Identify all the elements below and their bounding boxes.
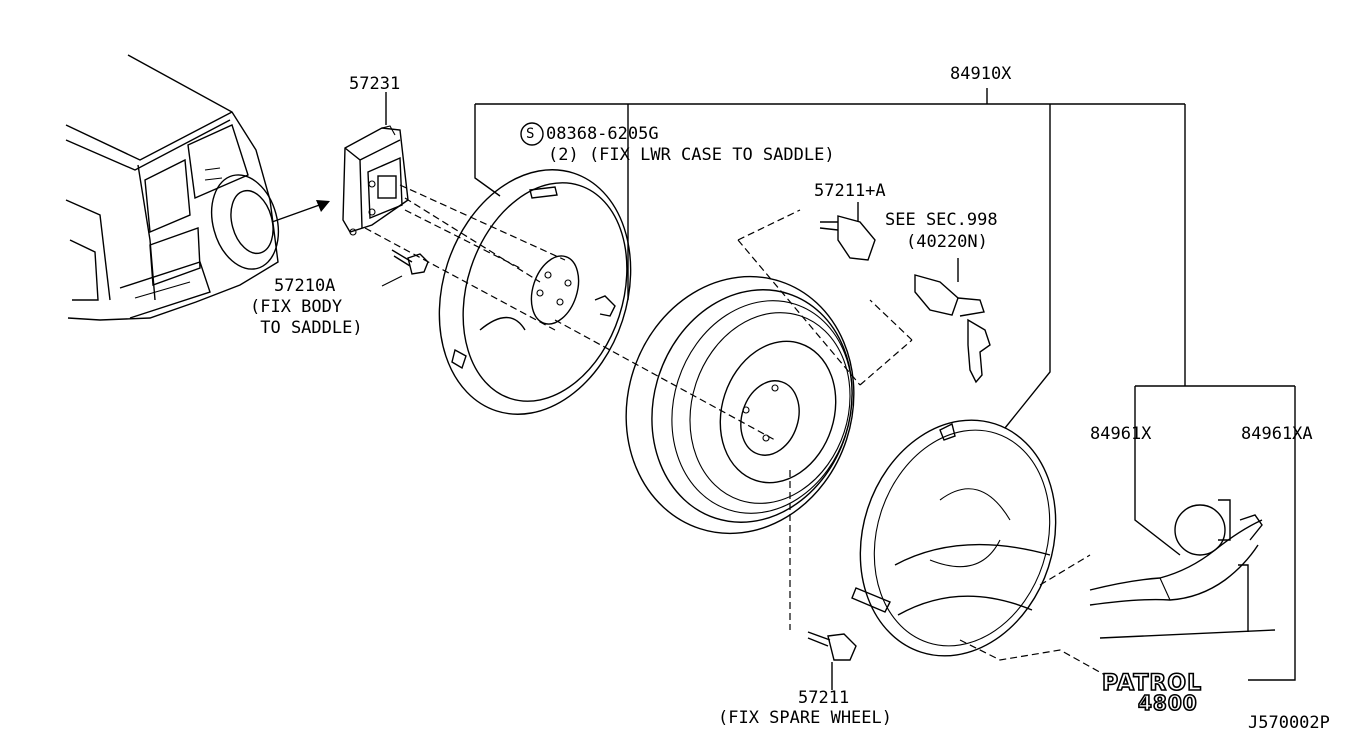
- bolt-drawing: [381, 249, 429, 287]
- logo-line-2: 4800: [1138, 691, 1198, 715]
- label-see-sec: SEE SEC.998: [885, 210, 998, 230]
- label-57231: 57231: [349, 74, 401, 94]
- spare-tire-cover-drawing: [851, 419, 1106, 676]
- label-saddle-note-2: TO SADDLE): [250, 318, 363, 338]
- label-see-sec-ref: (40220N): [906, 232, 988, 252]
- label-84961x: 84961X: [1090, 424, 1152, 444]
- label-57210a: 57210A: [274, 276, 336, 296]
- saddle-bracket-drawing: [342, 92, 409, 236]
- key-drawing: [967, 318, 991, 384]
- patrol-logo: PATROL 4800: [1101, 670, 1202, 716]
- label-s-symbol: S: [526, 126, 535, 142]
- cover-graphic-drawing: [1089, 499, 1276, 639]
- label-84961xa: 84961XA: [1241, 424, 1313, 444]
- label-57211: 57211: [798, 688, 850, 708]
- label-84910x: 84910X: [950, 64, 1012, 84]
- spare-wheel-drawing: [625, 275, 855, 535]
- label-bolt-part: 08368-6205G: [546, 124, 659, 144]
- assembly-arrow: [271, 200, 330, 223]
- lower-case-drawing: [438, 169, 632, 415]
- kit-bracket-lines: [474, 88, 1296, 681]
- bolt-drawing: [807, 631, 857, 690]
- standard-part-symbol: [520, 122, 544, 146]
- diagram-code: J570002P: [1248, 713, 1330, 733]
- lock-cylinder-drawing: [737, 202, 985, 386]
- label-lock-part: 57211+A: [814, 181, 886, 201]
- label-bolt-note: (2) (FIX LWR CASE TO SADDLE): [548, 145, 835, 165]
- logo-line-1: PATROL: [1102, 671, 1202, 696]
- label-saddle-note-1: (FIX BODY: [250, 297, 343, 317]
- label-wheel-bolt-note: (FIX SPARE WHEEL): [718, 708, 892, 728]
- vehicle-rear-illustration: [65, 54, 280, 321]
